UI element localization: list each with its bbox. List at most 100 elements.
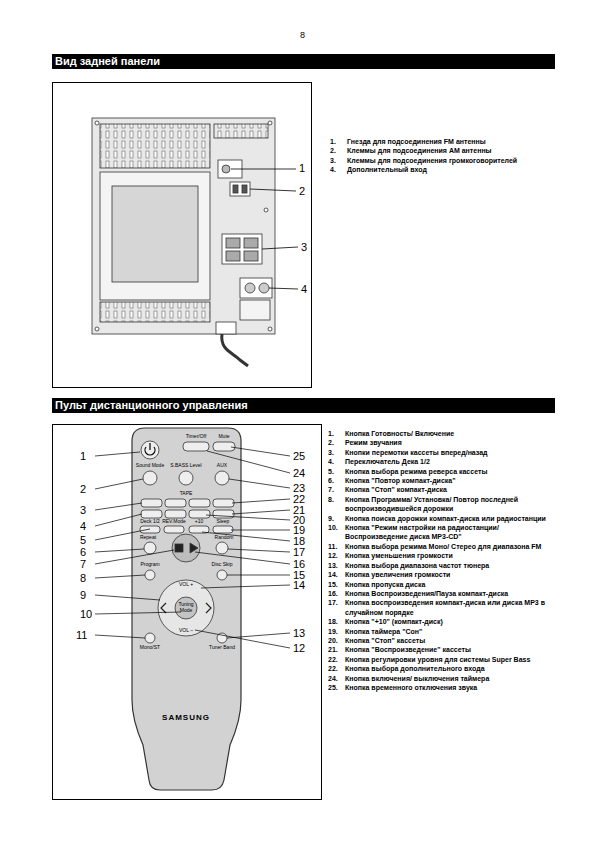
list-row: 10.Кнопка "Режим настройки на радиостанц… [328,523,554,542]
callout-number: 9 [80,589,86,601]
list-number: 15. [328,580,345,589]
list-number: 18. [328,617,345,626]
list-item: Кнопка выбора дополнительного входа [345,664,554,673]
list-number: 6. [328,476,345,485]
button-label: Disc Skip [212,562,233,568]
list-item: Кнопка Программа/ Установка/ Повтор посл… [345,495,554,514]
list-item: Режим звучания [345,438,554,447]
list-row: 13.Кнопка выбора диапазона частот тюнера [328,561,554,570]
button-label: REV.Mode [162,519,186,525]
section-heading: Вид задней панели [52,54,555,69]
list-number: 3. [330,156,347,165]
list-number: 4. [328,457,345,466]
callout-number: 8 [80,572,86,584]
callout-number: 3 [80,504,86,516]
list-item: Кнопки перемотки кассеты вперед/назад [345,448,554,457]
list-number: 10. [328,523,345,542]
callout-number: 4 [301,283,307,295]
list-row: 8.Кнопка Программа/ Установка/ Повтор по… [328,495,554,514]
list-row: 22.Кнопка регулировки уровня для системы… [328,655,554,664]
list-row: 2.Клеммы для подсоединения AM антенны [330,146,552,155]
list-number: 20. [328,636,345,645]
callout-number: 3 [301,241,307,253]
figure-frame [53,425,322,800]
callout-number: 17 [293,546,305,558]
callout-number: 5 [80,534,86,546]
button-label: Tuning Mode [175,602,197,613]
list-row: 15.Кнопка пропуска диска [328,580,554,589]
list-item: Кнопка "Воспроизведение" кассеты [345,645,554,654]
list-row: 4.Переключатель Дека 1/2 [328,457,554,466]
remote-control-drawing [132,428,241,790]
button-label: Random [215,535,234,541]
button-label: Program [140,562,159,568]
callout-number: 12 [293,642,305,654]
callout-number: 1 [299,162,305,174]
callout-number: 7 [80,558,86,570]
numbered-list: 1.Кнопка Готовность/ Включение2.Режим зв… [328,429,554,692]
list-item: Кнопка Готовность/ Включение [345,429,554,438]
list-item: Кнопка увеличения громкости [345,570,554,579]
callout-number: 23 [293,482,305,494]
list-number: 24. [328,674,345,683]
button-label: VOL + [179,582,193,588]
button-label: Repeat [140,535,156,541]
list-item: Кнопка выбора режима реверса кассеты [345,467,554,476]
list-row: 6.Кнопка "Повтор компакт-диска" [328,476,554,485]
list-row: 19.Кнопка таймера "Сон" [328,627,554,636]
section-heading: Пульт дистанционного управления [52,398,555,413]
list-number: 2. [330,146,347,155]
list-number: 22. [328,655,345,664]
list-row: 2.Режим звучания [328,438,554,447]
list-row: 9.Кнопка поиска дорожки компакт-диска ил… [328,514,554,523]
list-item: Кнопка воспроизведения компакт-диска или… [345,598,554,617]
section-header-band: Пульт дистанционного управления [52,398,555,413]
list-item: Кнопка поиска дорожки компакт-диска или … [345,514,554,523]
list-row: 21.Кнопка "Воспроизведение" кассеты [328,645,554,654]
list-item: Кнопка "Режим настройки на радиостанции/… [345,523,554,542]
list-number: 4. [330,165,347,174]
list-item: Кнопка выбора диапазона частот тюнера [345,561,554,570]
page-number: 8 [300,31,305,41]
callout-number: 25 [293,450,305,462]
callout-number: 16 [293,558,305,570]
button-label: TAPE [180,491,193,497]
list-number: 2. [328,438,345,447]
section-header-band: Вид задней панели [52,54,555,69]
callout-number: 15 [293,569,305,581]
list-number: 5. [328,467,345,476]
button-label: AUX [217,463,227,469]
list-number: 1. [328,429,345,438]
button-label: Tuner Band [209,645,235,651]
list-item: Кнопка выбора режима Моно/ Стерео для ди… [345,542,554,551]
button-label: Timer/Off [186,434,207,440]
callout-number: 22 [293,493,305,505]
list-item: Кнопка "Повтор компакт-диска" [345,476,554,485]
list-item: Клеммы для подсоединения AM антенны [347,146,552,155]
list-number: 3. [328,448,345,457]
list-number: 8. [328,495,345,514]
list-item: Кнопка пропуска диска [345,580,554,589]
button-label: Mute [218,434,229,440]
list-row: 24.Кнопка включения/ выключения таймера [328,674,554,683]
leader-lines [95,447,290,648]
list-row: 20.Кнопка "Стоп" кассеты [328,636,554,645]
list-number: 17. [328,598,345,617]
list-row: 3.Клеммы для подсоединения громкоговорит… [330,156,552,165]
callout-number: 21 [293,504,305,516]
callout-number: 1 [80,450,86,462]
list-number: 16. [328,589,345,598]
callout-number: 4 [80,520,86,532]
list-row: 12.Кнопка уменьшения громкости [328,551,554,560]
list-number: 11. [328,542,345,551]
list-item: Кнопка "+10" (компакт-диск) [345,617,554,626]
callout-number: 2 [299,185,305,197]
callout-number: 10 [80,608,92,620]
list-row: 17.Кнопка воспроизведения компакт-диска … [328,598,554,617]
callout-number: 11 [76,629,87,641]
list-item: Дополнительный вход [347,165,552,174]
list-number: 12. [328,551,345,560]
list-item: Кнопка таймера "Сон" [345,627,554,636]
list-item: Кнопка регулировки уровня для системы Su… [345,655,554,664]
